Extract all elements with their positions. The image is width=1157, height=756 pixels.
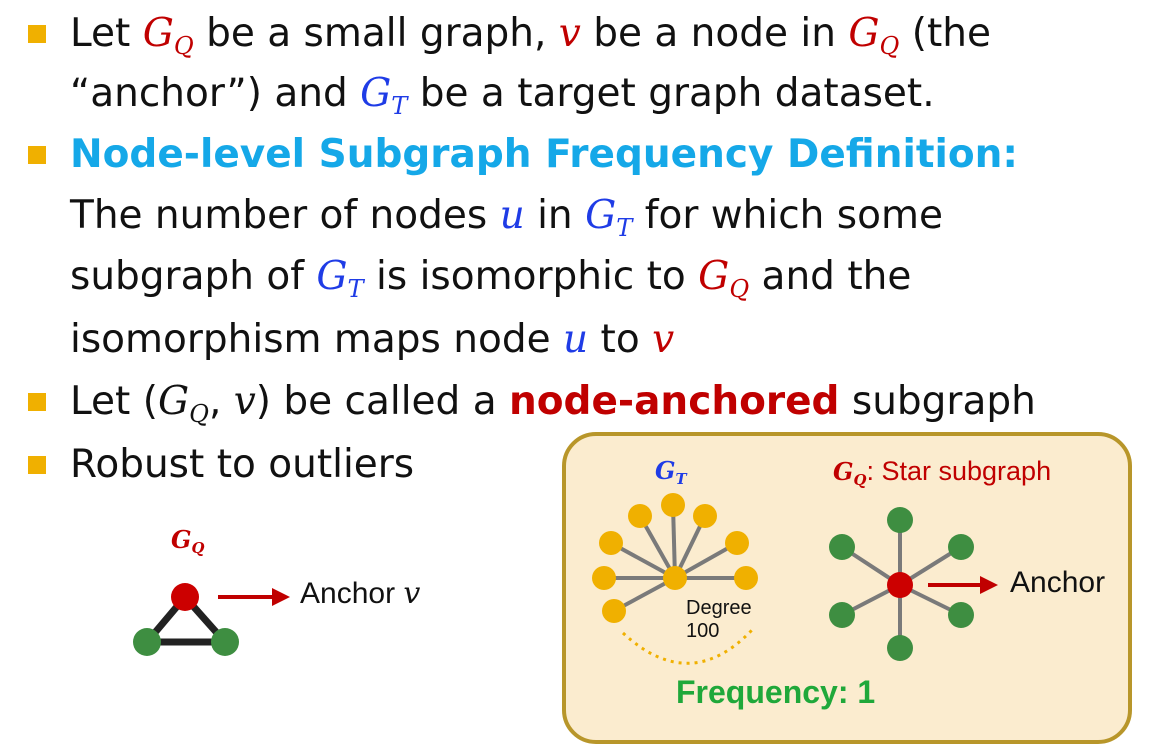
v-symbol: v: [652, 317, 675, 362]
definition-line-3: isomorphism maps node u to v: [70, 317, 675, 362]
gt-symbol: GT: [360, 71, 408, 121]
bullet-3-line: Let (GQ, v) be called a node-anchored su…: [70, 379, 1036, 429]
gt-symbol: GT: [316, 254, 364, 304]
degree-dotted-arc: [621, 628, 754, 665]
v-symbol: v: [558, 11, 581, 56]
text: be a node in: [580, 11, 849, 56]
text: (the: [899, 11, 991, 56]
anchor-node: [171, 583, 199, 611]
degree-value: 100: [686, 620, 720, 642]
definition-line-2: subgraph of GT is isomorphic to GQ and t…: [70, 254, 912, 304]
frequency-label: Frequency: 1: [676, 674, 876, 710]
bullet-4-line: Robust to outliers: [70, 442, 415, 487]
gq-symbol: GQ: [698, 254, 750, 304]
anchor-arrow-head: [272, 588, 290, 606]
degree-label: Degree: [686, 597, 752, 619]
gq-star-graph: [829, 507, 998, 661]
bullet-1-line-1: Let GQ be a small graph, v be a node in …: [70, 9, 991, 63]
gq-symbol: GQ: [157, 379, 209, 429]
bullet-1-line-2: “anchor”) and GT be a target graph datas…: [70, 69, 935, 123]
bullet-marker-3: [28, 393, 46, 411]
green-node: [211, 628, 239, 656]
panel-gq-caption: GQ: Star subgraph: [833, 456, 1052, 490]
v-symbol: v: [233, 379, 256, 424]
bullet-marker-2: [28, 146, 46, 164]
gq-symbol: GQ: [142, 11, 194, 61]
left-anchor-label: Anchor v: [300, 576, 421, 611]
definition-line-1: The number of nodes u in GT for which so…: [70, 193, 943, 243]
definition-title: Node-level Subgraph Frequency Definition…: [70, 132, 1018, 177]
bullet-marker-1: [28, 25, 46, 43]
gt-fan-graph: [592, 493, 758, 665]
gt-symbol: GT: [585, 193, 633, 243]
text: “anchor”) and: [70, 71, 361, 116]
star-anchor-node: [887, 572, 913, 598]
u-symbol: u: [563, 317, 589, 362]
u-symbol: u: [499, 193, 525, 238]
gq-symbol: GQ: [848, 11, 900, 61]
panel-gt-label: GT: [655, 456, 687, 489]
text: be a target graph dataset.: [407, 71, 935, 116]
gt-center-node: [663, 566, 687, 590]
panel-anchor-label: Anchor: [1010, 566, 1106, 599]
node-anchored-term: node-anchored: [509, 379, 840, 424]
text: be a small graph,: [193, 11, 559, 56]
left-gq-label: GQ: [171, 525, 205, 558]
bullet-marker-4: [28, 456, 46, 474]
green-node: [133, 628, 161, 656]
text: Let: [70, 11, 143, 56]
star-anchor-arrow-head: [980, 576, 998, 594]
